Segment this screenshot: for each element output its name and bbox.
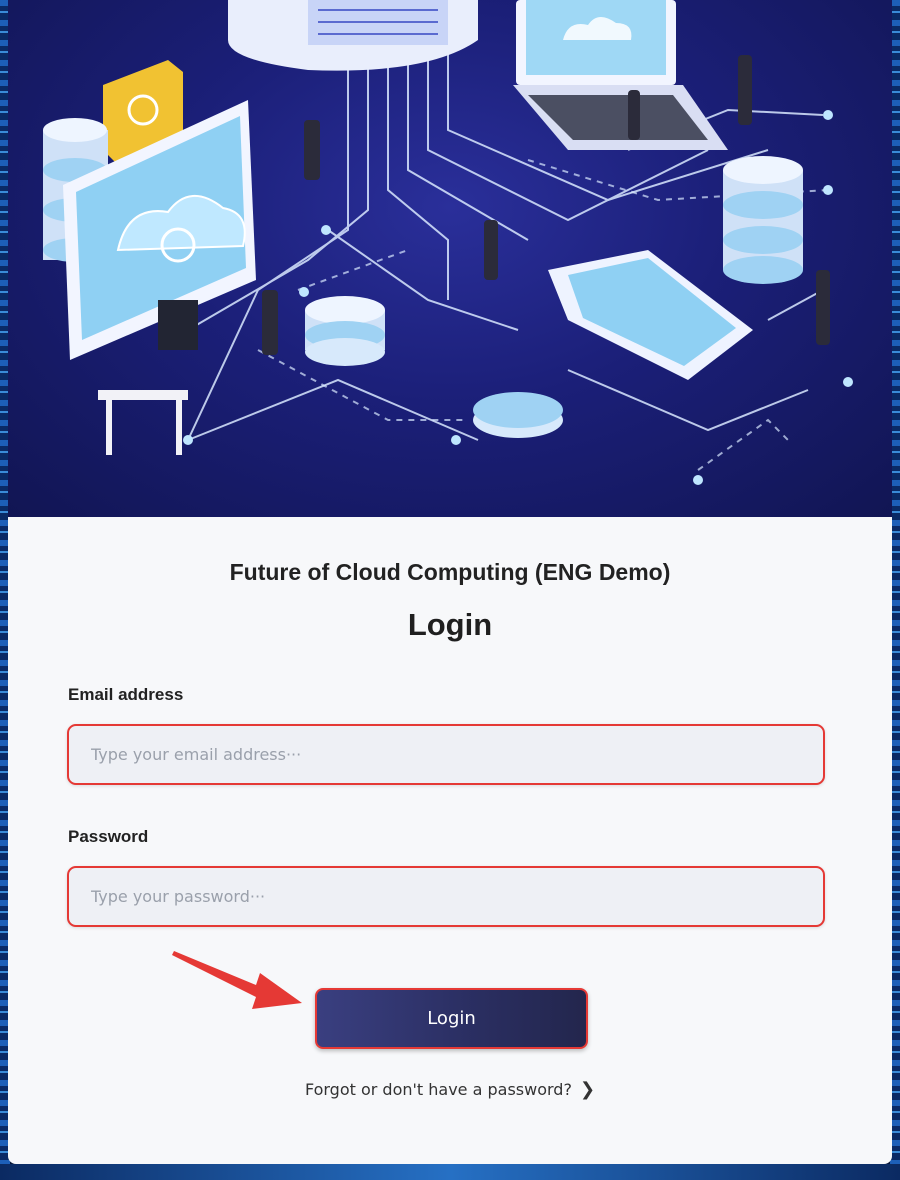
email-field[interactable] [67, 724, 825, 785]
forgot-password-link[interactable]: Forgot or don't have a password? ❯ [8, 1079, 892, 1100]
app-subtitle: Future of Cloud Computing (ENG Demo) [229, 559, 671, 585]
background-bottom-strip [0, 1164, 900, 1180]
forgot-password-label: Forgot or don't have a password? [304, 1080, 572, 1099]
email-label: Email address [68, 685, 184, 704]
login-form: Future of Cloud Computing (ENG Demo) Log… [8, 517, 892, 1164]
login-button[interactable]: Login [315, 988, 588, 1049]
background-edge-left [0, 0, 10, 1180]
background-edge-right [890, 0, 900, 1180]
hero-illustration [8, 0, 892, 517]
red-arrow-pointer-icon [172, 951, 302, 1009]
cloud-computing-illustration-icon [43, 0, 853, 485]
password-label: Password [68, 827, 149, 846]
login-card: Future of Cloud Computing (ENG Demo) Log… [8, 0, 892, 1164]
page-title: Login [407, 607, 493, 642]
chevron-right-icon: ❯ [579, 1079, 596, 1100]
password-field[interactable] [67, 866, 825, 927]
